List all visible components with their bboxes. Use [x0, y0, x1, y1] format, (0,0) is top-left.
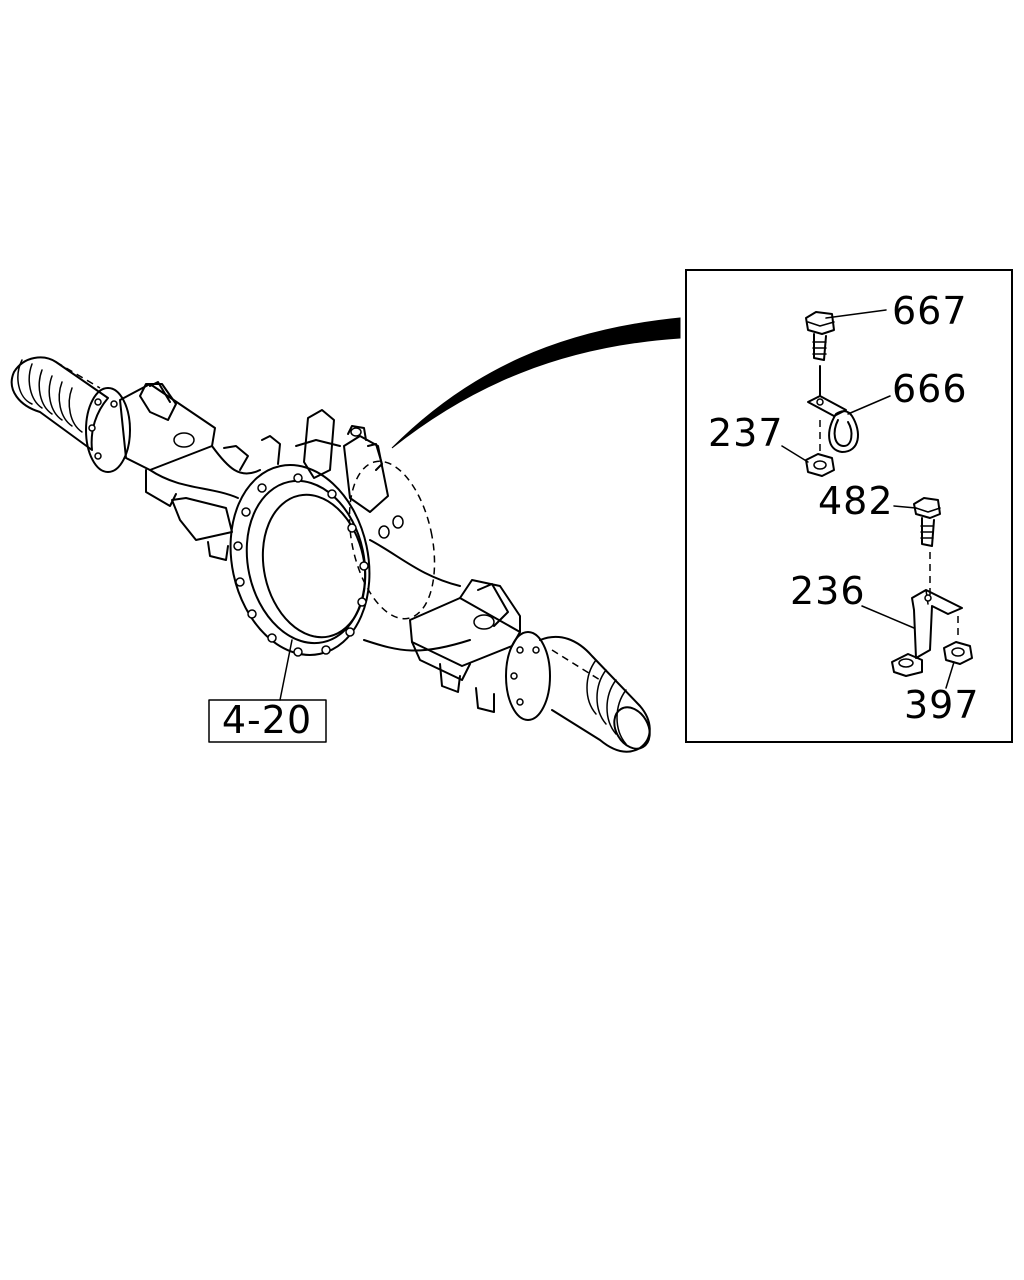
nut-237: [805, 420, 835, 477]
axle-housing-drawing: [10, 356, 651, 753]
banjo-housing: [229, 460, 436, 657]
leader-397: [945, 661, 955, 689]
bolt-482: [913, 497, 941, 598]
right-spring-seat: [409, 579, 521, 713]
callout-397: 397: [904, 683, 980, 727]
leader-666: [847, 395, 891, 415]
bracket-236: [891, 589, 963, 677]
left-spring-seat: [119, 381, 249, 561]
bolt-667: [805, 311, 835, 397]
clip-666: [807, 395, 859, 453]
reference-box-label: 4-20: [222, 698, 312, 742]
callout-667: 667: [892, 289, 968, 333]
callout-237: 237: [708, 411, 784, 455]
callout-wedge: [391, 317, 681, 449]
nut-397: [943, 616, 973, 665]
leader-236: [861, 605, 915, 629]
leader-237: [781, 445, 809, 463]
leader-667: [825, 309, 887, 319]
left-axle-tube: [10, 356, 131, 473]
callout-482: 482: [818, 479, 894, 523]
callout-236: 236: [790, 569, 866, 613]
top-brackets: [261, 409, 389, 513]
reference-box: [208, 699, 327, 743]
reference-leader-line: [279, 639, 293, 701]
leader-482: [893, 505, 917, 509]
right-axle-tube: [505, 631, 651, 753]
callout-666: 666: [892, 367, 968, 411]
